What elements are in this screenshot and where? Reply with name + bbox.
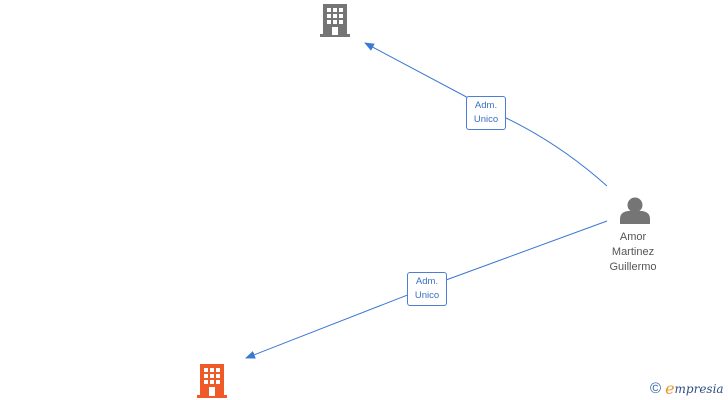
edge-label-top[interactable]: Adm. Unico (466, 96, 506, 130)
edge-person-to-company-top (364, 42, 608, 187)
person-name[interactable]: Amor Martinez Guillermo (593, 230, 673, 275)
edge-label-bottom[interactable]: Adm. Unico (407, 272, 447, 306)
building-icon[interactable] (197, 364, 227, 398)
edge-label-line2: Unico (414, 290, 440, 301)
edge-label-line2: Unico (473, 114, 499, 125)
person-name-line: Martinez (611, 246, 655, 258)
person-name-line: Amor (619, 231, 647, 243)
person-icon[interactable] (620, 197, 650, 225)
brand-initial: e (665, 379, 675, 398)
person-name-line: Guillermo (609, 261, 657, 273)
building-icon[interactable] (320, 4, 350, 37)
copyright-icon: © (650, 380, 662, 397)
brand-name: mpresia (674, 382, 724, 396)
edge-label-line1: Adm. (474, 100, 498, 111)
edge-label-line1: Adm. (415, 276, 439, 287)
brand-logo: © e mpresia (650, 380, 724, 398)
